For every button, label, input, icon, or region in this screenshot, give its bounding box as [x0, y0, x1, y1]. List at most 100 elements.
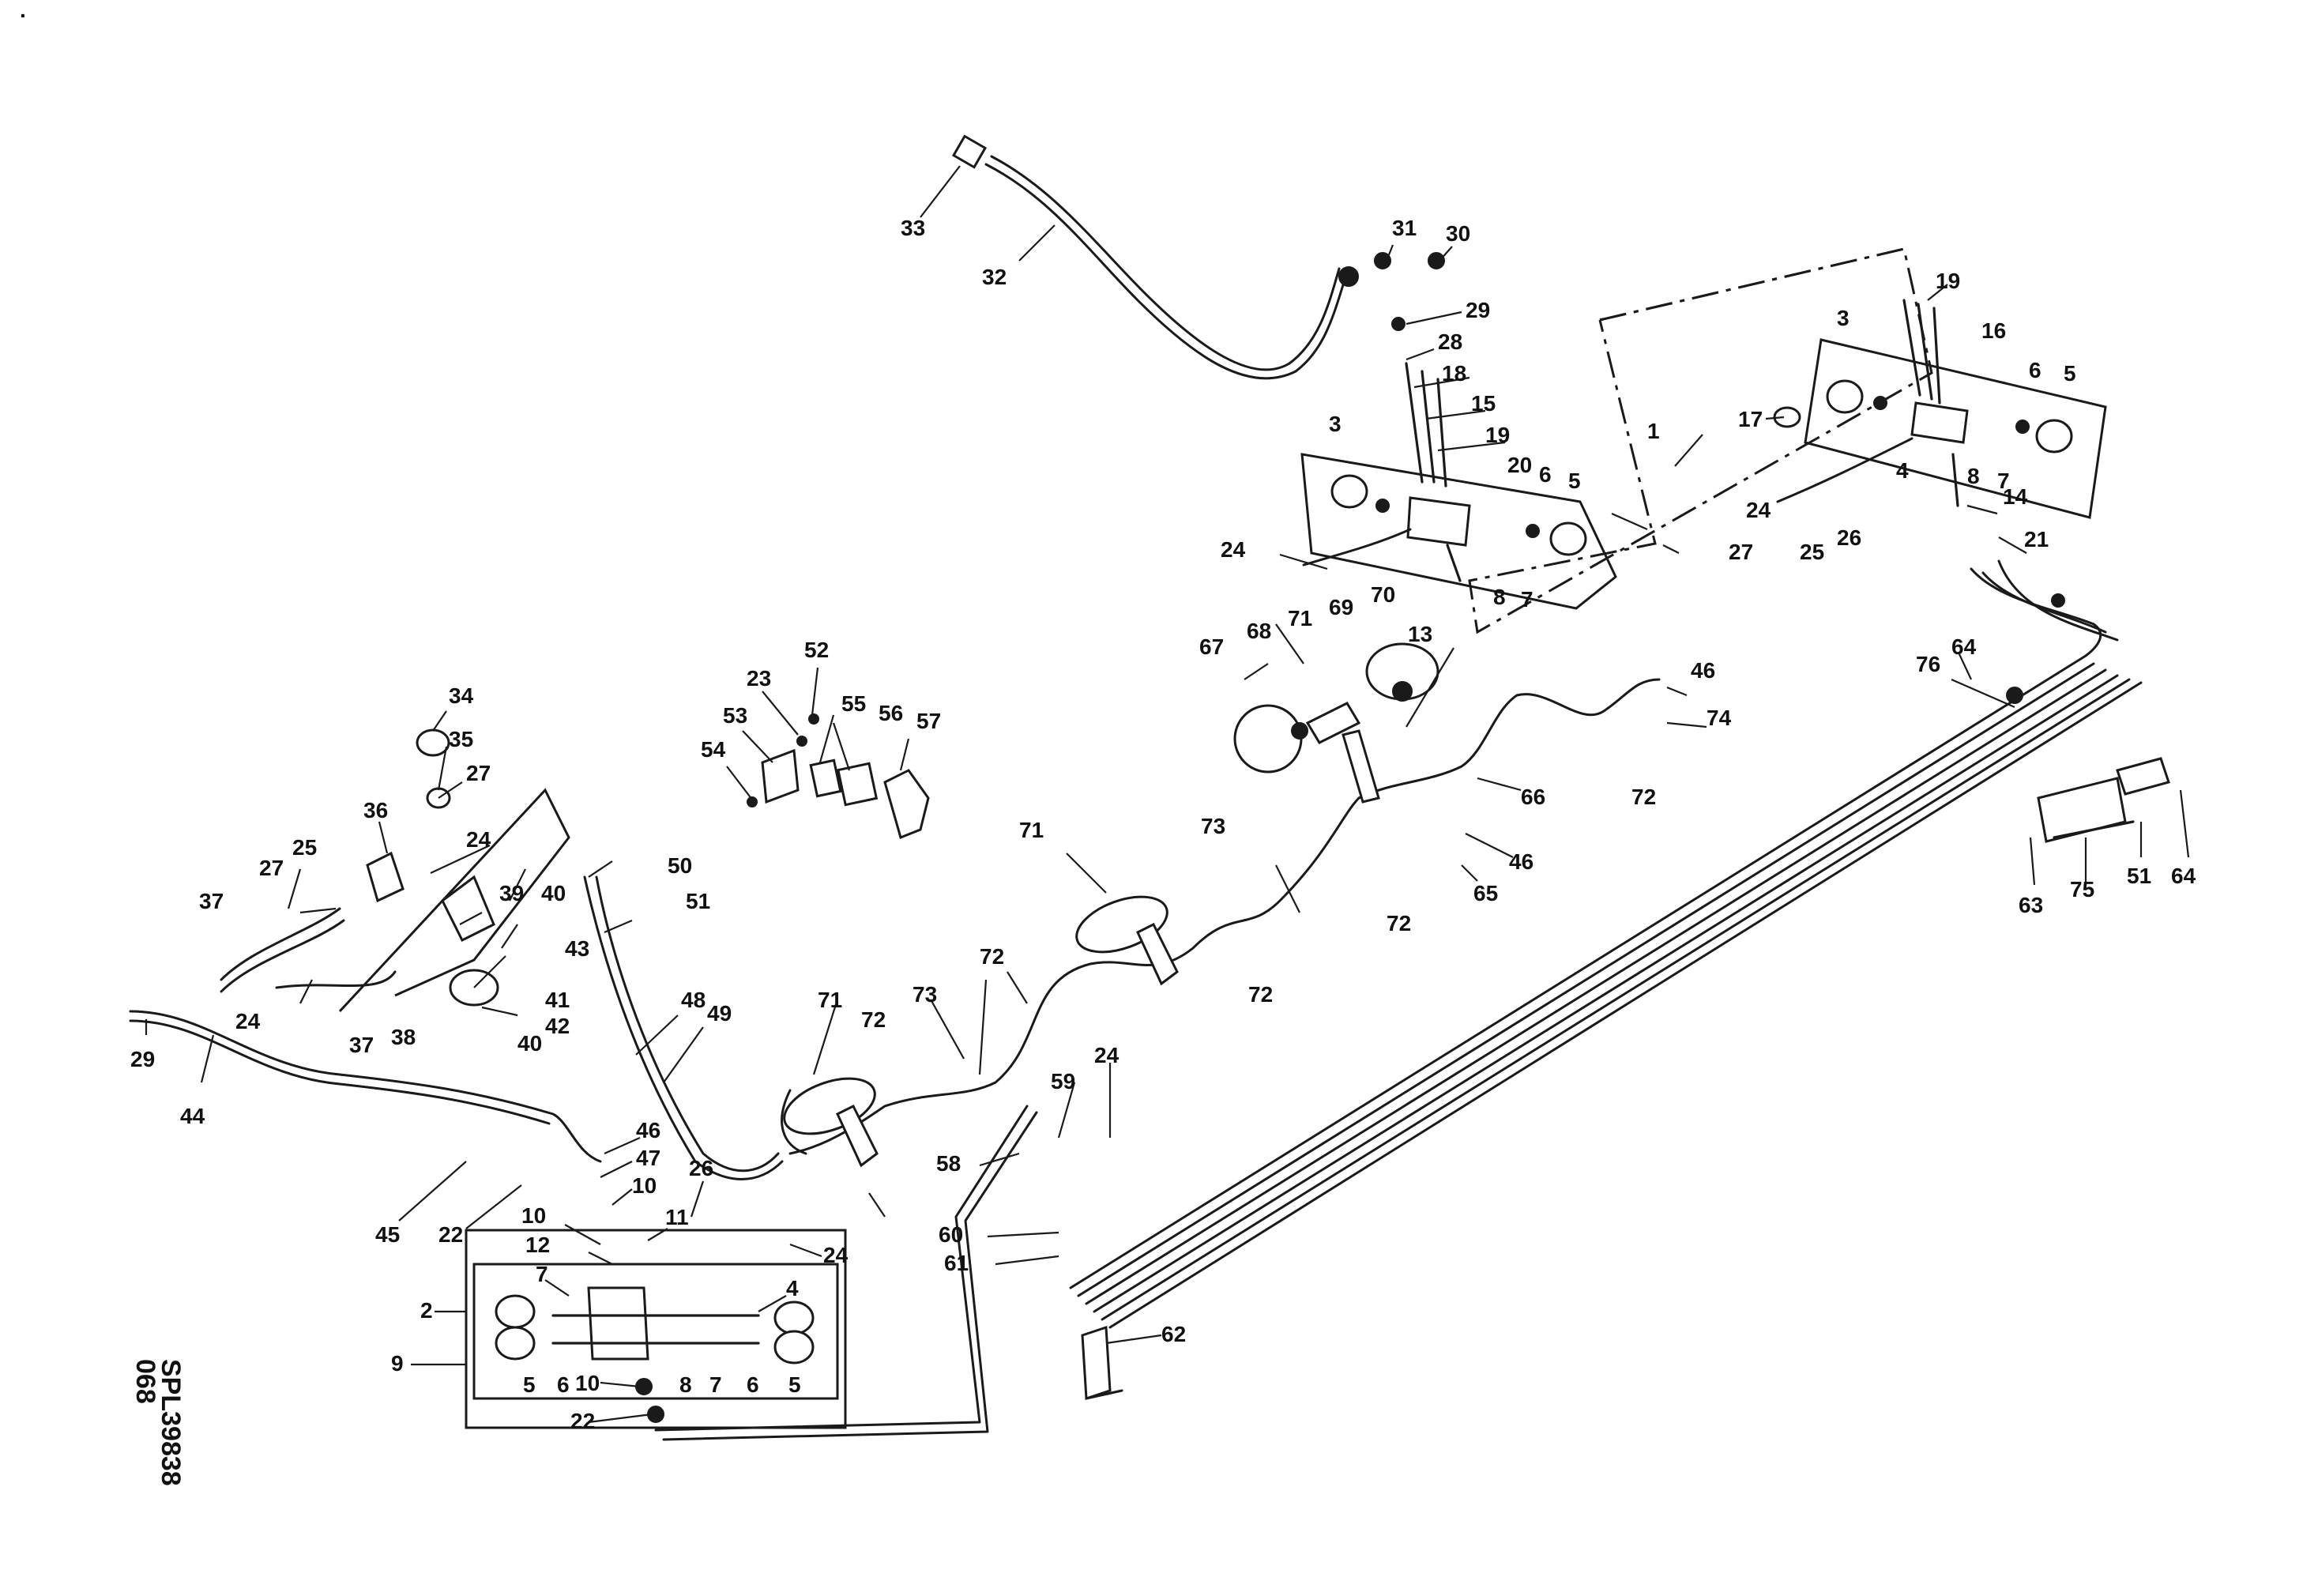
callout-46-lower: 46 [636, 1118, 660, 1142]
bracket-62 [1081, 1325, 1123, 1401]
callout-56: 56 [879, 701, 903, 725]
callout-5-lower-left: 5 [523, 1372, 536, 1397]
callout-11: 11 [665, 1205, 689, 1229]
callout-6-lower-left: 6 [557, 1372, 570, 1397]
callout-26-lower: 26 [689, 1156, 713, 1180]
callout-73-low: 73 [913, 982, 937, 1007]
valve-block-3-upper [1300, 252, 1617, 610]
callout-72-bottom: 72 [861, 1007, 886, 1032]
callout-6-upper: 6 [1539, 462, 1552, 487]
callout-51-left: 51 [686, 889, 710, 913]
callout-24-left-upper: 24 [466, 827, 491, 852]
callout-37-upper: 37 [199, 889, 224, 913]
callout-46-upper: 46 [1691, 658, 1715, 683]
callout-6-right: 6 [2029, 358, 2041, 382]
callout-73-upper: 73 [1201, 814, 1225, 838]
callout-12: 12 [525, 1233, 550, 1257]
bracket-75 [2037, 757, 2170, 843]
hose-32 [951, 134, 1359, 380]
callout-63: 63 [2019, 893, 2043, 917]
callout-40-lower: 40 [517, 1031, 542, 1056]
brake-hoses [129, 678, 1661, 1180]
callout-75: 75 [2070, 877, 2094, 902]
callout-24-left-lower: 24 [235, 1009, 261, 1033]
callout-13: 13 [1408, 622, 1432, 646]
callout-68: 68 [1247, 619, 1271, 643]
callout-20: 20 [1507, 453, 1532, 477]
callout-10-upper: 10 [632, 1173, 657, 1198]
callout-72-mid: 72 [1387, 911, 1411, 935]
callout-24-right: 24 [1746, 498, 1771, 522]
callout-6-lower: 6 [747, 1372, 759, 1397]
callout-57: 57 [916, 709, 941, 733]
callout-64-upper: 64 [1951, 634, 1977, 659]
callout-47: 47 [636, 1146, 660, 1170]
callout-18: 18 [1442, 361, 1466, 386]
callout-34: 34 [449, 683, 474, 708]
callout-53: 53 [723, 703, 747, 728]
callout-4-lower: 4 [786, 1276, 799, 1301]
callout-72-low: 72 [980, 944, 1004, 969]
group-1-outline [1468, 247, 1933, 634]
callout-5-upper: 5 [1568, 469, 1581, 493]
callout-1: 1 [1647, 419, 1660, 443]
callout-70: 70 [1371, 582, 1395, 607]
valve-block-3-right [1773, 299, 2107, 519]
callout-27-left: 27 [259, 856, 284, 880]
callout-72-upper: 72 [1631, 785, 1656, 809]
callout-76: 76 [1916, 652, 1940, 676]
callout-labels: 33 32 31 30 29 28 18 15 19 20 3 6 5 24 1… [130, 216, 2196, 1433]
callout-19-upper: 19 [1485, 423, 1510, 447]
callout-9: 9 [391, 1351, 404, 1376]
callout-39: 39 [499, 881, 524, 905]
callout-65: 65 [1473, 881, 1498, 905]
callout-48: 48 [681, 988, 706, 1012]
callout-66: 66 [1521, 785, 1545, 809]
callout-58: 58 [936, 1151, 961, 1176]
callout-7-right: 7 [1997, 469, 2010, 493]
corner-mark: . [20, 0, 26, 22]
drawing-reference-code: SPL39838 068 [130, 1359, 186, 1596]
callout-2: 2 [420, 1298, 433, 1323]
callout-42: 42 [545, 1014, 570, 1038]
callout-10-lower: 10 [575, 1371, 600, 1395]
callout-52: 52 [804, 638, 829, 662]
callout-29: 29 [1466, 298, 1490, 322]
callout-43: 43 [565, 936, 589, 961]
callout-24-lower: 24 [823, 1243, 849, 1267]
callout-72-lowermid: 72 [1248, 982, 1273, 1007]
callout-8-upper: 8 [1493, 585, 1506, 609]
callout-23: 23 [747, 666, 771, 691]
callout-19-right: 19 [1936, 269, 1960, 293]
callout-7-lower-left: 7 [536, 1262, 548, 1286]
callout-3-upper: 3 [1329, 412, 1342, 436]
callout-61: 61 [944, 1251, 969, 1275]
callout-30: 30 [1446, 221, 1470, 246]
callout-45: 45 [375, 1222, 400, 1247]
callout-50: 50 [668, 853, 692, 878]
callout-49: 49 [707, 1001, 732, 1026]
callout-38: 38 [391, 1025, 416, 1049]
callout-17: 17 [1738, 407, 1763, 431]
callout-37-lower: 37 [349, 1033, 374, 1057]
actuator-67 [1233, 642, 1439, 804]
callout-27-left-upper: 27 [466, 761, 491, 785]
callout-4-right: 4 [1896, 458, 1909, 483]
callout-27-right: 27 [1729, 540, 1753, 564]
callout-10-mid: 10 [521, 1203, 546, 1228]
callout-55: 55 [841, 691, 866, 716]
callout-69: 69 [1329, 595, 1353, 619]
callout-40-upper: 40 [541, 881, 566, 905]
callout-51-right: 51 [2127, 864, 2151, 888]
callout-44: 44 [180, 1104, 205, 1128]
callout-71-upper: 71 [1288, 606, 1312, 630]
callout-33: 33 [901, 216, 925, 240]
callout-29-left: 29 [130, 1047, 155, 1071]
reference-suffix-text: 068 [130, 1359, 160, 1404]
callout-74: 74 [1707, 706, 1732, 730]
callout-46-mid: 46 [1509, 849, 1533, 874]
callout-5-right: 5 [2064, 361, 2076, 386]
callout-41: 41 [545, 988, 570, 1012]
callout-14: 14 [2003, 484, 2028, 509]
